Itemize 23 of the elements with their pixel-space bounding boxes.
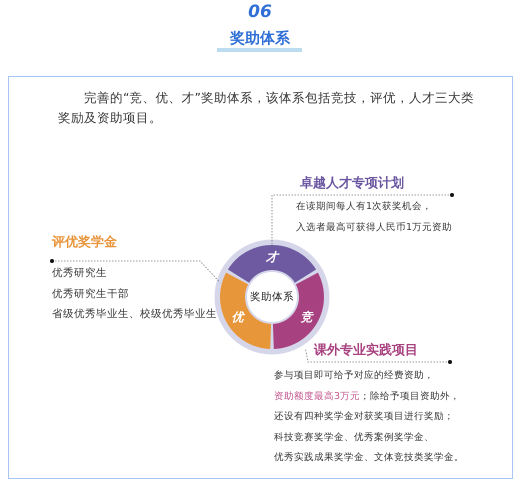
body-text: 参与项目即可给予对应的经费资助， bbox=[274, 369, 434, 382]
segment-label: 才 bbox=[265, 249, 279, 265]
leader-line bbox=[305, 348, 452, 364]
body-text: 优秀研究生干部 bbox=[52, 286, 129, 300]
category-heading: 评优奖学金 bbox=[52, 234, 117, 251]
segment-label: 优 bbox=[230, 309, 244, 325]
title: 奖助体系 bbox=[230, 29, 290, 47]
segment-label: 竞 bbox=[300, 309, 314, 325]
body-text: ；除给予项目资助外， bbox=[360, 390, 460, 402]
category-heading: 卓越人才专项计划 bbox=[300, 175, 404, 192]
body-text: 优秀研究生 bbox=[52, 266, 107, 280]
body-text: 科技竞赛奖学金、优秀案例奖学金、 bbox=[274, 430, 434, 444]
body-text: 入选者最高可获得人民币1万元资助 bbox=[296, 221, 452, 234]
body-text: 优秀实践成果奖学金、文体竞技类奖学金。 bbox=[274, 451, 464, 464]
intro-paragraph: 完善的“竞、优、才”奖助体系，该体系包括竞技，评优，人才三大类奖励及资助项目。 bbox=[58, 89, 475, 127]
body-text: 还设有四种奖学金对获奖项目进行奖励； bbox=[274, 410, 454, 423]
body-text: 省级优秀毕业生、校级优秀毕业生 bbox=[52, 307, 217, 321]
leader-line bbox=[50, 259, 220, 283]
section-number: 06 bbox=[247, 2, 273, 22]
body-text: 在读期间每人有1次获奖机会， bbox=[296, 200, 432, 213]
highlighted-text: 资助额度最高3万元 bbox=[274, 390, 360, 402]
category-heading: 课外专业实践项目 bbox=[314, 342, 418, 359]
leader-line bbox=[272, 193, 454, 246]
